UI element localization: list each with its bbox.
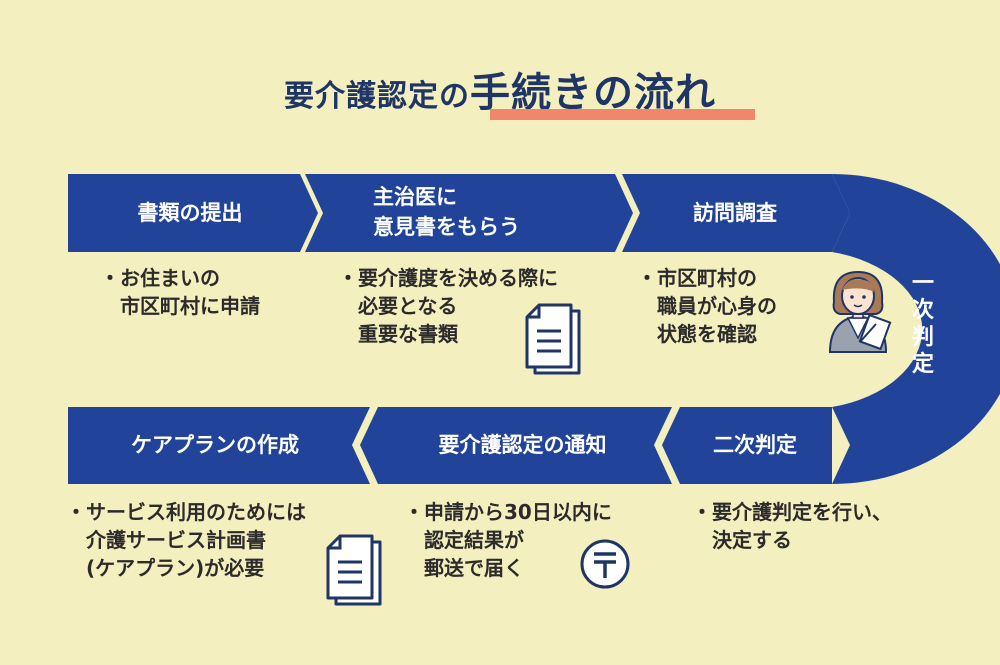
step-label-secondary-judgment: 二次判定 — [713, 433, 797, 457]
page-title: 要介護認定の手続きの流れ — [0, 60, 1000, 118]
step-desc-home-visit: ・市区町村の 職員が心身の 状態を確認 — [637, 266, 777, 346]
document-icon — [525, 303, 581, 375]
step-desc-secondary-judgment: ・要介護判定を行い、 決定する — [692, 500, 892, 552]
step-label-doctor-opinion: 主治医に 意見書をもらう — [373, 185, 520, 239]
title-text-main: 要介護認定の — [284, 79, 470, 114]
step-label-certification-notice: 要介護認定の通知 — [438, 433, 607, 457]
step-arrow-5 — [662, 407, 832, 484]
step-arrow-7 — [68, 407, 370, 484]
step-label-primary-judgment: 一 次 判 定 — [903, 270, 943, 378]
document-icon — [326, 534, 382, 606]
surveyor-person-icon — [828, 270, 892, 353]
step-label-care-plan: ケアプランの作成 — [131, 433, 299, 457]
step-desc-certification-notice: ・申請から30日以内に 認定結果が 郵送で届く — [404, 500, 612, 580]
title-text-highlight: 手続きの流れ — [470, 70, 716, 116]
step-arrow-6 — [360, 407, 672, 484]
step-arrow-3 — [622, 174, 850, 252]
step-arrow-1 — [68, 174, 318, 252]
step-label-home-visit: 訪問調査 — [693, 201, 777, 225]
vertical-char: 定 — [911, 352, 934, 377]
vertical-char: 判 — [911, 325, 934, 350]
step-desc-document-submission: ・お住まいの 市区町村に申請 — [100, 266, 260, 318]
u-turn-band — [832, 174, 1000, 484]
postal-mark-icon — [580, 539, 630, 589]
step-arrow-2 — [305, 174, 633, 252]
title-underline — [490, 109, 755, 120]
step-desc-care-plan: ・サービス利用のためには 介護サービス計画書 (ケアプラン)が必要 — [66, 500, 306, 580]
vertical-char: 次 — [911, 298, 934, 323]
vertical-char: 一 — [911, 271, 934, 296]
step-desc-doctor-opinion: ・要介護度を決める際に 必要となる 重要な書類 — [338, 266, 558, 346]
step-label-document-submission: 書類の提出 — [137, 201, 243, 225]
